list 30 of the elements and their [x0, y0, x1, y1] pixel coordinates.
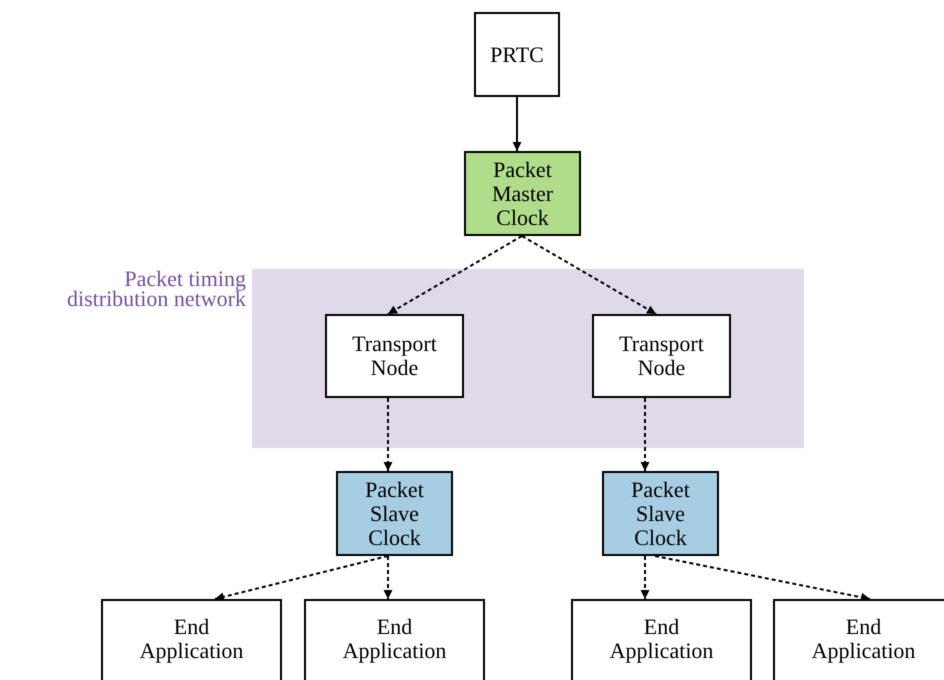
- node-label: End Application: [608, 615, 714, 663]
- arrow: [388, 235, 522, 315]
- node-label: Transport Node: [618, 332, 705, 380]
- arrow: [384, 556, 392, 599]
- arrow: [654, 555, 870, 602]
- process-box: [592, 314, 731, 398]
- arrow: [214, 555, 388, 602]
- process-box: [474, 12, 560, 97]
- arrow: [512, 97, 522, 151]
- slave-clock-box: [602, 471, 719, 556]
- node-label: Transport Node: [351, 332, 438, 380]
- master-clock-box: [464, 151, 581, 236]
- node-label: Packet Slave Clock: [630, 478, 691, 550]
- slave-clock-box: [336, 471, 453, 556]
- arrow: [384, 398, 392, 471]
- arrow: [640, 398, 650, 471]
- process-box: [304, 599, 485, 680]
- process-box: [101, 599, 282, 680]
- process-box: [571, 599, 752, 680]
- region-label: Packet timing distribution network: [66, 269, 246, 309]
- arrow: [522, 235, 656, 315]
- node-label: Packet Slave Clock: [364, 478, 425, 550]
- arrow: [640, 556, 650, 599]
- node-label: PRTC: [489, 42, 545, 66]
- node-label: End Application: [342, 615, 448, 663]
- process-box: [325, 314, 464, 398]
- node-label: End Application: [138, 615, 244, 663]
- node-label: End Application: [810, 615, 916, 663]
- node-label: Packet Master Clock: [490, 158, 554, 230]
- process-box: [773, 599, 944, 680]
